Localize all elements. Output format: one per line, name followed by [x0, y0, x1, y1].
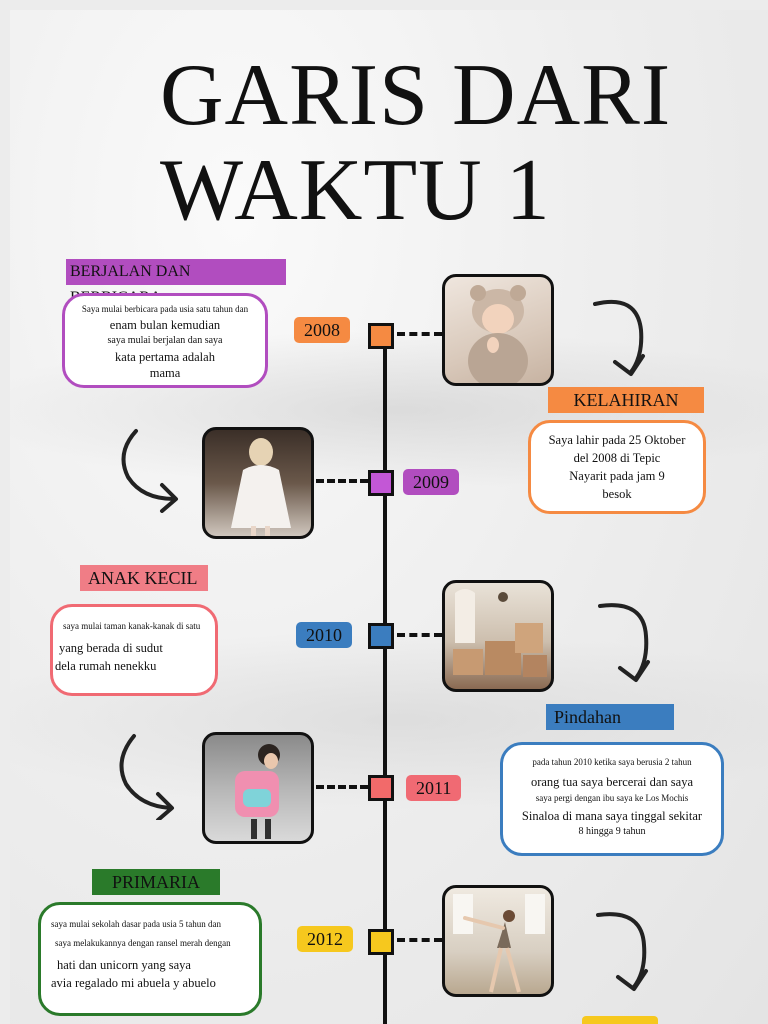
timeline-node-2010: [368, 623, 394, 649]
year-label-2009: 2009: [403, 469, 459, 495]
year-label-2012: 2012: [297, 926, 353, 952]
connector-dash: [397, 332, 442, 336]
timeline-node-2011: [368, 775, 394, 801]
moving-boxes-photo: [442, 580, 554, 692]
page-title: GARIS DARI WAKTU 1: [160, 48, 760, 238]
curved-arrow-icon: [119, 734, 174, 820]
section-heading-birth: KELAHIRAN: [548, 387, 704, 413]
connector-dash: [316, 785, 368, 789]
timeline-node-2008: [368, 323, 394, 349]
ballet-photo: [442, 885, 554, 997]
year-label-2008: 2008: [294, 317, 350, 343]
toddler-white-dress-photo: [202, 427, 314, 539]
text-bubble-little-child: saya mulai taman kanak-kanak di satu yan…: [50, 604, 218, 696]
text-bubble-moving: pada tahun 2010 ketika saya berusia 2 ta…: [500, 742, 724, 856]
curved-arrow-icon: [596, 912, 648, 991]
title-line-2: WAKTU 1: [160, 142, 551, 239]
curved-arrow-icon: [598, 603, 650, 682]
baby-photo: [442, 274, 554, 386]
section-heading-little-child: ANAK KECIL: [80, 565, 208, 591]
next-heading-partial: [582, 1016, 658, 1024]
connector-dash: [316, 479, 368, 483]
curved-arrow-icon: [121, 429, 178, 513]
connector-dash: [397, 633, 442, 637]
section-heading-moving: Pindahan: [546, 704, 674, 730]
timeline-page: GARIS DARI WAKTU 1 2008 BERJALAN DAN BER…: [10, 10, 768, 1024]
text-bubble-birth: Saya lahir pada 25 Oktober del 2008 di T…: [528, 420, 706, 514]
text-bubble-primary: saya mulai sekolah dasar pada usia 5 tah…: [38, 902, 262, 1016]
text-bubble-walking-talking: Saya mulai berbicara pada usia satu tahu…: [62, 293, 268, 388]
year-label-2011: 2011: [406, 775, 462, 801]
year-label-2010: 2010: [296, 622, 352, 648]
timeline-spine: [383, 344, 387, 1024]
connector-dash: [397, 938, 442, 942]
section-heading-primary: PRIMARIA: [92, 869, 220, 895]
timeline-node-2012: [368, 929, 394, 955]
child-backpack-photo: [202, 732, 314, 844]
title-line-1: GARIS DARI: [160, 47, 672, 144]
timeline-node-2009: [368, 470, 394, 496]
section-heading-walking-talking: BERJALAN DAN BERBICARA: [66, 259, 286, 306]
curved-arrow-icon: [593, 299, 645, 376]
